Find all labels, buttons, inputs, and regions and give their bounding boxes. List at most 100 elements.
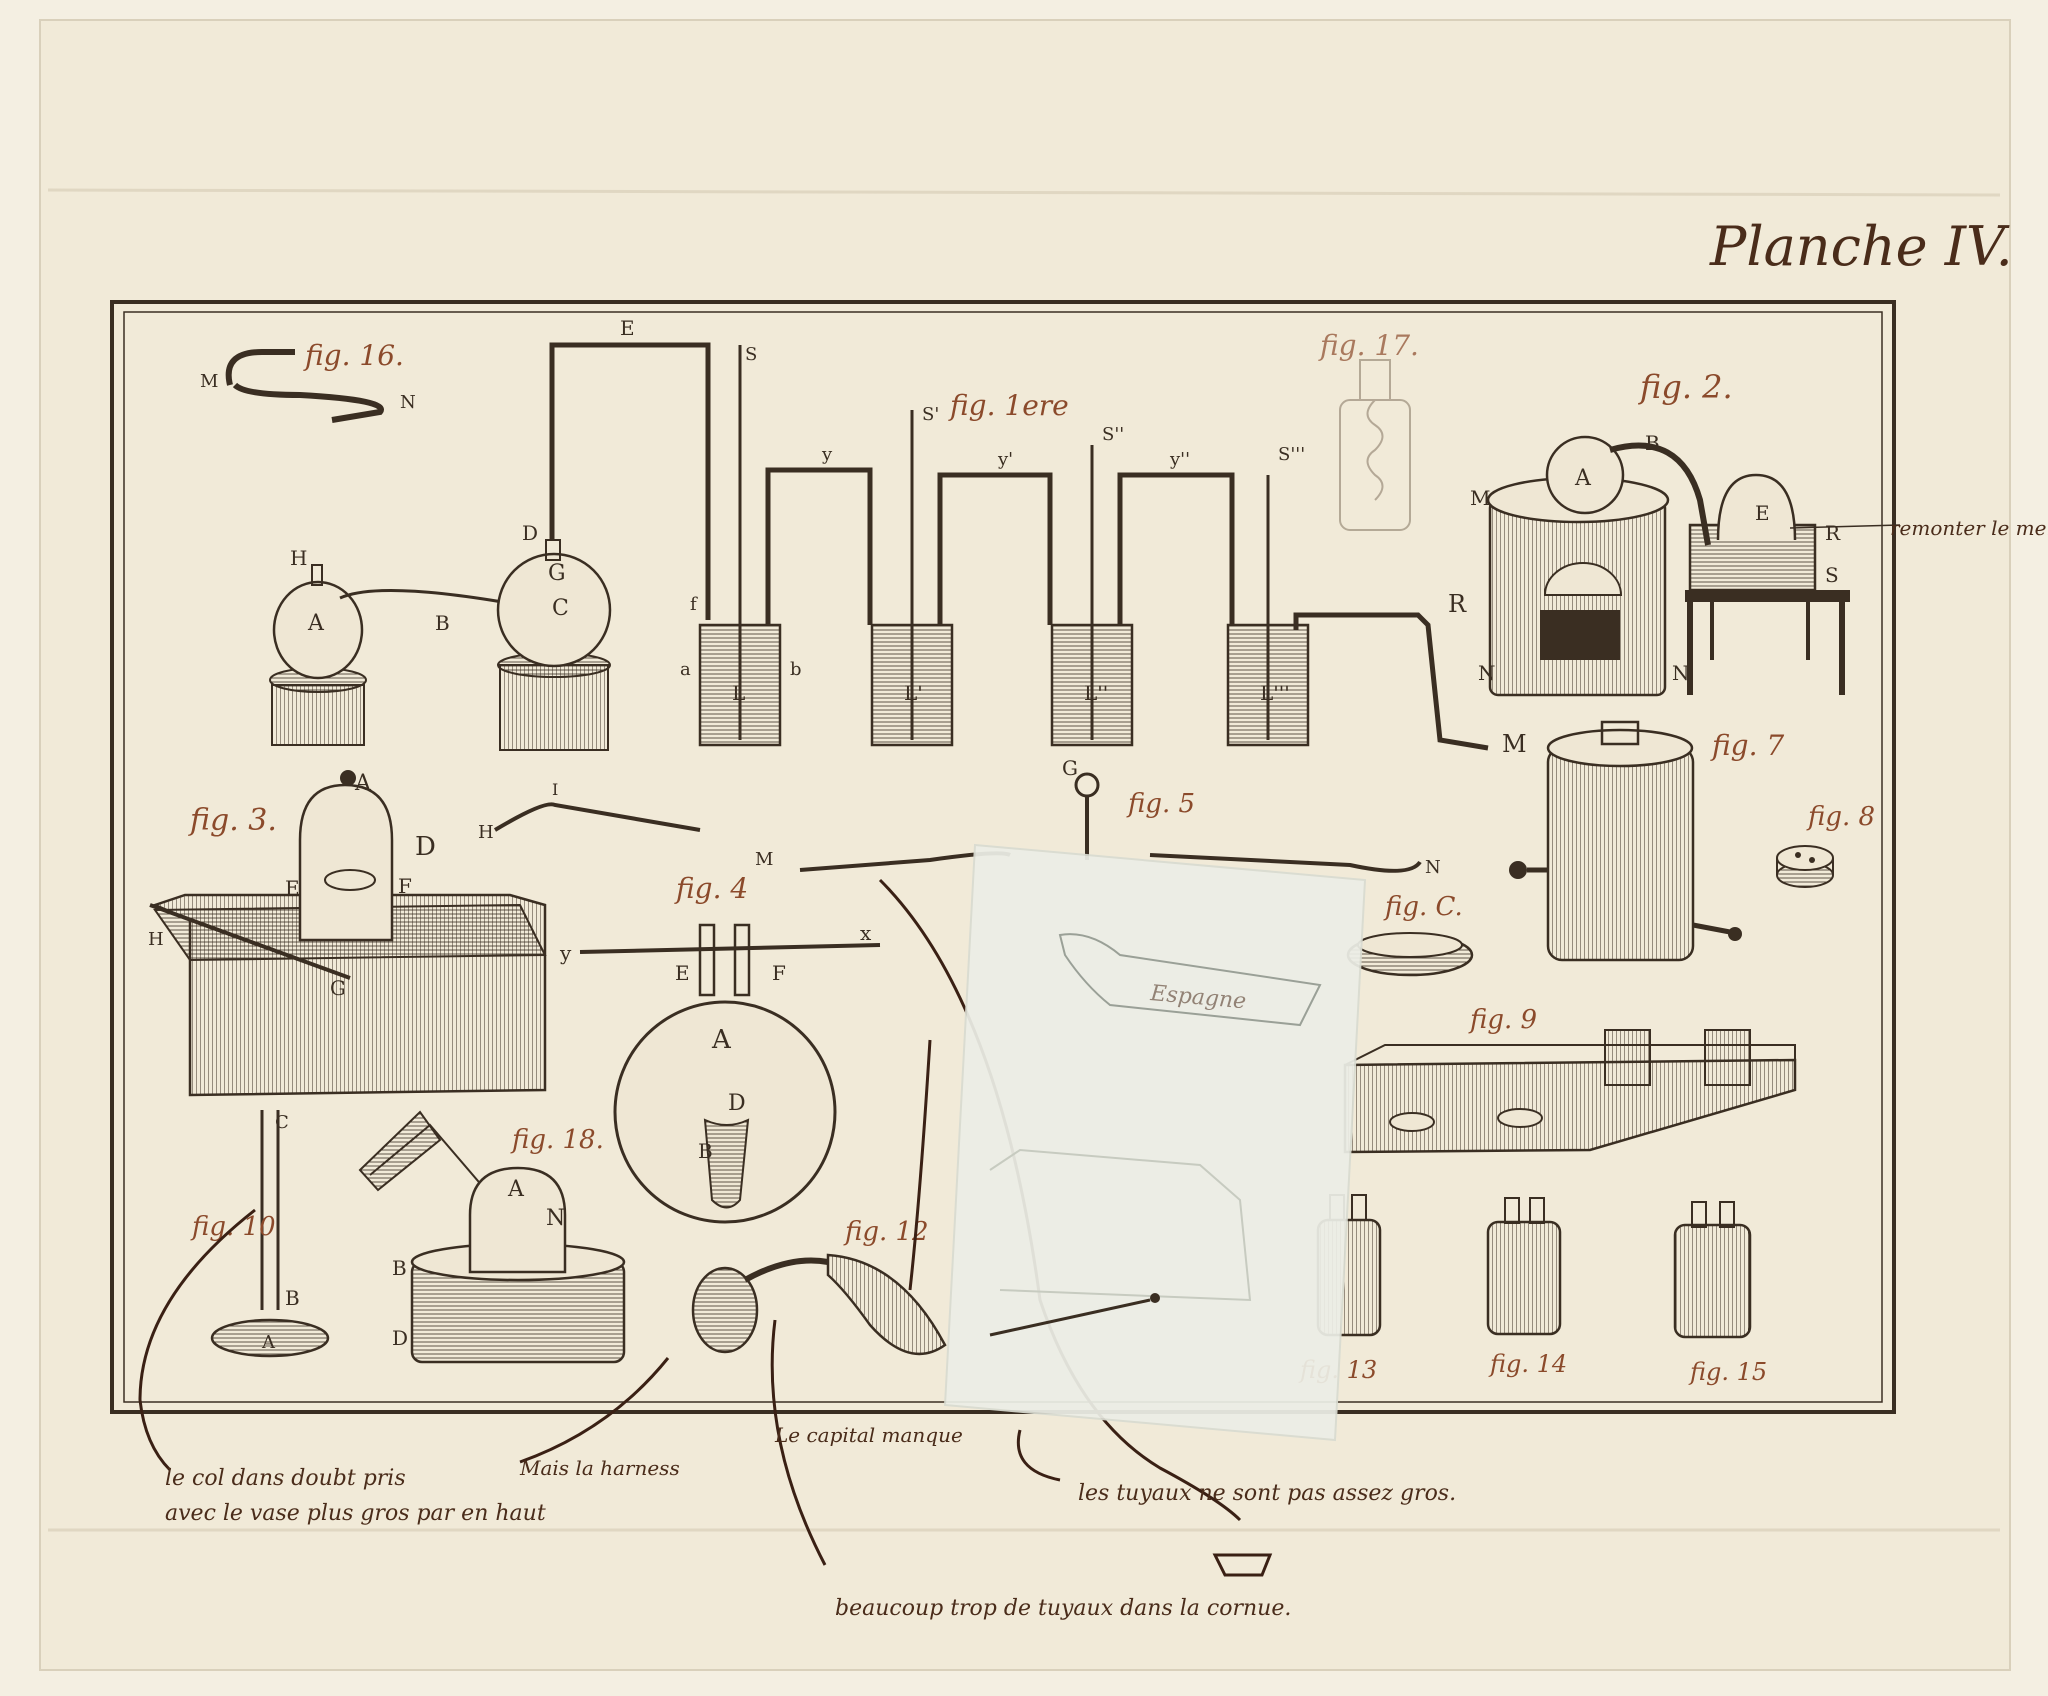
svg-text:R: R (1825, 521, 1841, 545)
svg-text:y'': y'' (1169, 449, 1190, 470)
svg-text:A: A (711, 1025, 732, 1055)
svg-text:F: F (398, 874, 412, 898)
fig14-bottle (1486, 1197, 1562, 1336)
wash-bottle-2: S' L' (870, 404, 954, 747)
svg-text:a: a (680, 659, 691, 680)
fig5-label: fig. 5 (1126, 789, 1195, 819)
svg-text:L': L' (904, 681, 923, 705)
svg-text:S'': S'' (1102, 424, 1124, 445)
svg-text:C: C (552, 596, 569, 621)
fig8-stopper (1776, 845, 1834, 888)
svg-text:B: B (698, 1139, 713, 1163)
fig3-label: fig. 3. (188, 803, 277, 838)
svg-text:A: A (507, 1177, 525, 1202)
svg-text:L'': L'' (1084, 681, 1108, 705)
svg-text:D: D (392, 1326, 408, 1350)
svg-text:N: N (546, 1206, 565, 1231)
svg-text:f: f (690, 594, 698, 615)
fig18-label: fig. 18. (510, 1125, 604, 1155)
fig9-rack (1343, 1029, 1797, 1154)
fig16-hook: M N (200, 349, 416, 423)
fig3-pneumatic-trough: A D E F G H (148, 770, 547, 1097)
svg-text:G: G (1062, 756, 1078, 780)
fig7-cylinder-vessel (1509, 720, 1742, 962)
svg-text:b: b (790, 659, 802, 680)
svg-text:N: N (400, 392, 416, 413)
svg-text:D: D (728, 1091, 746, 1116)
fig16-label: fig. 16. (303, 339, 404, 372)
svg-text:L''': L''' (1260, 681, 1290, 705)
fig14-label: fig. 14 (1488, 1350, 1567, 1378)
fig10-stand: C B A (210, 1110, 330, 1358)
fig12-retort-with-bag (691, 1253, 947, 1356)
svg-text:A: A (261, 1332, 276, 1353)
svg-text:I: I (552, 780, 558, 799)
plate-title: Planche IV. (1709, 215, 2013, 278)
fig1-retort-apparatus: H A B D G C E S L f a b y S' L' (269, 316, 1527, 758)
fig4-balloon-flask: A D B E F y x (559, 921, 881, 1224)
annotation-2: Mais la harness (519, 1456, 680, 1480)
svg-text:H: H (290, 546, 307, 570)
svg-text:G: G (330, 976, 346, 1000)
margin-note-right: remonter le mercure (1890, 516, 2048, 540)
svg-text:S''': S''' (1278, 444, 1305, 465)
svg-text:S': S' (922, 404, 939, 425)
fig15-label: fig. 15 (1688, 1358, 1767, 1386)
annotation-5: beaucoup trop de tuyaux dans la cornue. (835, 1596, 1291, 1621)
svg-text:y: y (559, 941, 572, 965)
wash-bottle-1: S L f a b (680, 344, 802, 747)
figC-dish (1346, 932, 1474, 977)
annotation-4: les tuyaux ne sont pas assez gros. (1078, 1481, 1456, 1506)
svg-text:N: N (1672, 661, 1690, 685)
plate-frame-outer (110, 300, 1896, 1414)
fig1-label: fig. 1ere (948, 389, 1069, 422)
svg-text:M: M (1502, 730, 1527, 758)
paper-fold-top (47, 188, 2001, 197)
svg-text:D: D (522, 521, 538, 545)
annotation-1-line1: le col dans doubt pris (165, 1466, 406, 1491)
fig18-bell-jar-lens: A N B D (358, 1110, 626, 1364)
svg-text:D: D (415, 832, 436, 862)
svg-text:F: F (772, 961, 786, 985)
svg-text:y: y (821, 444, 833, 465)
svg-text:C: C (275, 1112, 289, 1133)
svg-text:E: E (285, 876, 300, 900)
svg-text:E: E (620, 316, 635, 340)
wash-bottle-3: S'' L'' (1050, 424, 1134, 747)
annotation-1-line2: avec le vase plus gros par en haut (165, 1501, 546, 1526)
fig2-furnace: A B M N N E R S (1470, 431, 1901, 697)
fig17-bottle-sketch (1339, 359, 1411, 531)
svg-text:R: R (1448, 590, 1467, 618)
fig2-label: fig. 2. (1638, 368, 1733, 406)
svg-text:B: B (435, 611, 450, 635)
tracing-paper-overlay (943, 843, 1367, 1442)
wash-bottle-4: S''' L''' (1226, 444, 1310, 747)
sketch-small-vessel (1212, 1553, 1273, 1577)
svg-text:L: L (732, 681, 745, 705)
fig15-bottle (1673, 1201, 1752, 1339)
svg-text:y': y' (997, 449, 1013, 470)
fig7-label: fig. 7 (1710, 729, 1784, 762)
fig8-label: fig. 8 (1806, 802, 1875, 832)
svg-text:B: B (285, 1286, 300, 1310)
annotation-3: Le capital manque (774, 1423, 963, 1447)
svg-text:N: N (1425, 857, 1441, 878)
svg-text:E: E (675, 961, 690, 985)
svg-text:S: S (1825, 563, 1839, 587)
svg-text:N: N (1478, 661, 1496, 685)
svg-text:H: H (478, 822, 494, 843)
svg-text:B: B (1645, 431, 1660, 455)
fig9-label: fig. 9 (1468, 1005, 1537, 1035)
svg-text:H: H (148, 929, 164, 950)
bent-tube-sketch: H I (478, 780, 701, 843)
svg-text:A: A (1574, 466, 1592, 491)
fig17-label: fig. 17. (1318, 329, 1419, 362)
figC-label: fig. C. (1383, 892, 1463, 922)
svg-text:M: M (755, 849, 773, 870)
svg-text:A: A (307, 611, 325, 636)
svg-text:M: M (200, 371, 218, 392)
fig4-label: fig. 4 (674, 872, 748, 905)
svg-text:M: M (1470, 486, 1490, 510)
svg-text:S: S (745, 344, 757, 365)
